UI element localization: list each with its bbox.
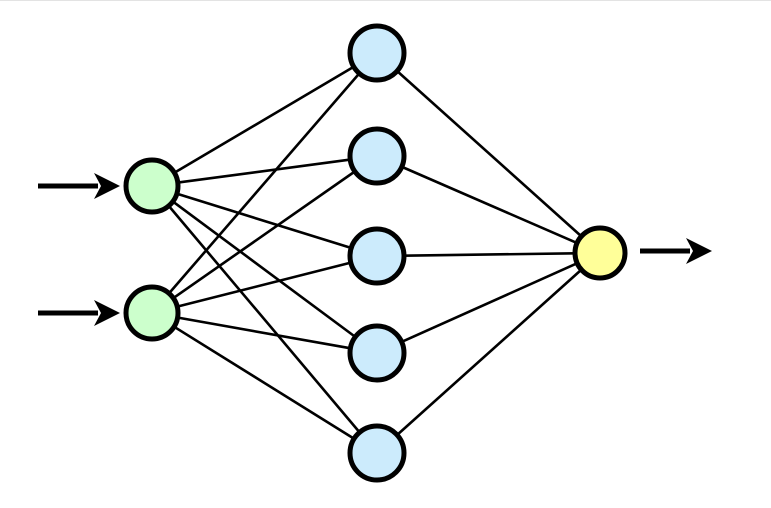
- edge-i1-to-h5: [167, 204, 362, 434]
- input-arrow-2-head-icon: [94, 300, 120, 326]
- edge-h2-to-o1: [400, 165, 579, 245]
- edge-i1-to-h4: [171, 199, 357, 339]
- input-node-1[interactable]: [123, 157, 181, 215]
- edge-h1-to-o1: [395, 69, 584, 238]
- edge-h4-to-o1: [400, 261, 579, 344]
- edge-i1-to-h1: [172, 65, 356, 175]
- edge-i2-to-h4: [176, 316, 352, 350]
- edge-i2-to-h3: [175, 261, 353, 309]
- input-node-2[interactable]: [123, 284, 181, 342]
- edge-h3-to-o1: [402, 252, 577, 257]
- nodes-group: [123, 23, 628, 483]
- hidden-node-4[interactable]: [347, 323, 407, 383]
- edge-h5-to-o1: [395, 268, 584, 437]
- hidden-node-5[interactable]: [347, 423, 407, 483]
- output-arrow-1: [640, 238, 712, 264]
- input-arrow-2: [38, 300, 120, 326]
- hidden-node-1[interactable]: [347, 23, 407, 83]
- hidden-node-3[interactable]: [347, 226, 407, 286]
- output-arrow-1-head-icon: [686, 238, 712, 264]
- input-arrow-1: [38, 173, 120, 199]
- output-node-1[interactable]: [572, 225, 628, 281]
- hidden-node-2[interactable]: [347, 126, 407, 186]
- edge-i2-to-h5: [172, 325, 356, 441]
- io-arrows-group: [38, 173, 712, 326]
- edges-group: [167, 65, 584, 441]
- edge-i2-to-h1: [167, 71, 361, 295]
- edge-i1-to-h2: [176, 158, 352, 184]
- edge-i2-to-h2: [171, 169, 357, 300]
- edge-i1-to-h3: [175, 192, 353, 250]
- input-arrow-1-head-icon: [94, 173, 120, 199]
